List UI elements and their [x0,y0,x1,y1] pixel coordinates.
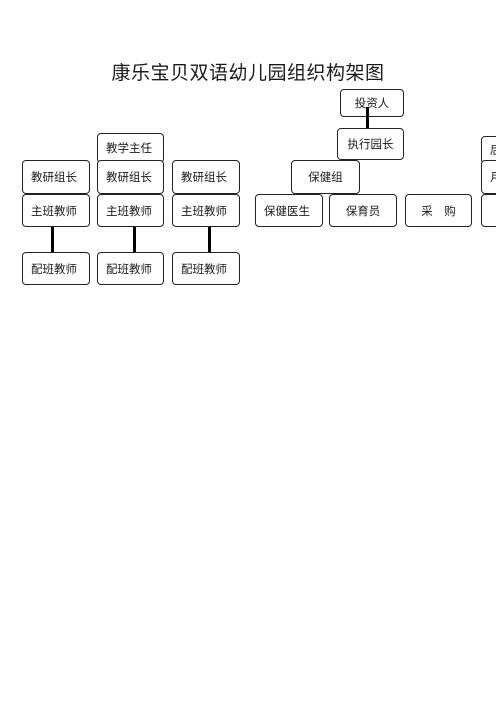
head-teacher-label-1: 主班教师 [31,203,77,218]
teacher-connector-1 [51,227,54,252]
assistant-teacher-node-3: 配班教师 [172,252,240,285]
assistant-teacher-label-2: 配班教师 [106,261,152,276]
assistant-teacher-node-1: 配班教师 [22,252,90,285]
research-leader-label-1: 教研组长 [31,170,77,184]
assistant-teacher-label-1: 配班教师 [31,261,77,276]
chart-title: 康乐宝贝双语幼儿园组织构架图 [111,62,385,84]
teacher-connector-2 [133,227,136,252]
assistant-teacher-label-3: 配班教师 [181,261,227,276]
logistics-sub-partial-label: 月 [490,170,496,184]
caregiver-label: 保育员 [345,203,381,218]
research-leader-node-3: 教研组长 [172,160,240,194]
health-group-label: 保健组 [308,170,343,184]
procurement-node: 采 购 [405,194,472,227]
executive-director-node: 执行园长 [337,128,404,160]
head-teacher-node-2: 主班教师 [97,194,164,227]
logistics-staff-partial [481,194,496,227]
caregiver-node: 保育员 [329,194,397,227]
teaching-director-label: 教学主任 [106,141,152,155]
research-leader-node-1: 教研组长 [22,160,90,194]
investor-node: 投资人 [340,89,404,117]
investor-connector [366,107,369,128]
logistics-subnode-partial: 月 [481,160,496,194]
head-teacher-label-3: 主班教师 [181,203,227,218]
health-doctor-node: 保健医生 [255,194,323,227]
executive-director-label: 执行园长 [347,137,394,151]
teacher-connector-3 [208,227,211,252]
logistics-partial-label: 后 [490,143,496,157]
teaching-director-node: 教学主任 [97,133,164,163]
head-teacher-label-2: 主班教师 [106,203,152,218]
procurement-label: 采 购 [421,203,456,218]
research-leader-node-2: 教研组长 [97,160,164,194]
assistant-teacher-node-2: 配班教师 [97,252,164,285]
head-teacher-node-1: 主班教师 [22,194,90,227]
health-doctor-label: 保健医生 [264,203,310,218]
head-teacher-node-3: 主班教师 [172,194,240,227]
investor-label: 投资人 [354,96,390,110]
research-leader-label-3: 教研组长 [181,170,227,184]
research-leader-label-2: 教研组长 [106,170,152,184]
health-group-node: 保健组 [291,160,360,194]
